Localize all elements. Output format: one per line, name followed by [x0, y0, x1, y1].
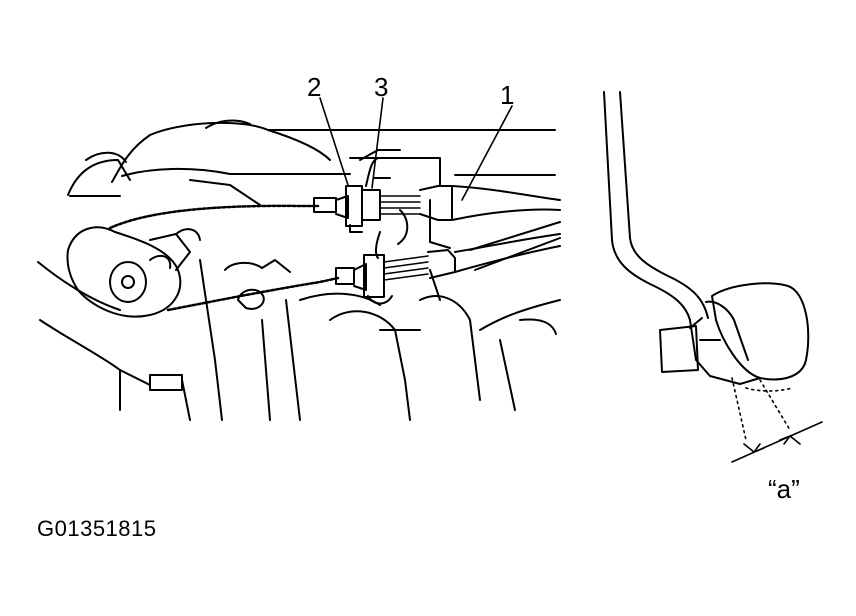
brake-pedal-icon	[603, 91, 823, 463]
figure-id: G01351815	[37, 516, 157, 541]
callout-1: 1	[500, 80, 515, 110]
pedal-dimension-label: “a”	[768, 474, 800, 504]
callout-3: 3	[374, 72, 389, 102]
engine-assembly-icon	[37, 97, 561, 421]
callout-2: 2	[307, 72, 322, 102]
